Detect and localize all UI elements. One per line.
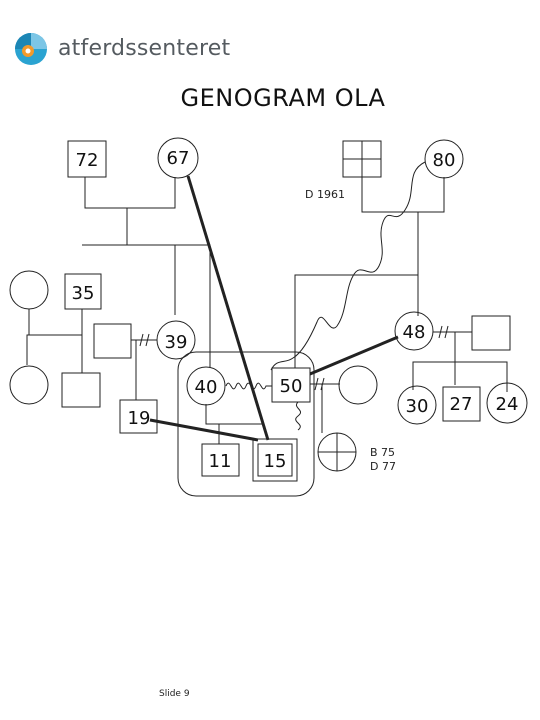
conflict-line-80-50 xyxy=(270,161,426,371)
person-50-ex xyxy=(338,365,378,405)
descent-line-35 xyxy=(26,334,83,373)
label-27: 27 xyxy=(450,394,473,415)
person-35-son xyxy=(61,372,101,408)
deceased-square-icon xyxy=(343,141,381,177)
person-80 xyxy=(424,139,464,179)
person-19 xyxy=(119,399,158,434)
label-67: 67 xyxy=(167,148,190,169)
person-48 xyxy=(394,311,434,351)
person-27 xyxy=(442,386,481,422)
person-50 xyxy=(271,367,311,403)
label-19: 19 xyxy=(128,408,151,429)
note-b75: B 75 xyxy=(370,446,395,459)
person-40 xyxy=(186,366,226,406)
label-80: 80 xyxy=(433,150,456,171)
brand-logo: atferdssenteret xyxy=(14,32,230,68)
logo-mark-icon xyxy=(15,33,47,65)
strong-bond-67-15 xyxy=(186,175,270,441)
brand-name: atferdssenteret xyxy=(58,36,231,61)
marriage-line-72-67 xyxy=(84,177,176,209)
person-35 xyxy=(64,273,102,310)
person-35-partner xyxy=(9,270,49,310)
note-d1961: D 1961 xyxy=(305,188,345,201)
marriage-line-35 xyxy=(28,309,83,336)
person-48-partner xyxy=(471,315,511,351)
note-d77: D 77 xyxy=(370,460,396,473)
page-title: GENOGRAM OLA xyxy=(180,84,386,112)
relation-line-48-50 xyxy=(294,274,418,368)
label-72: 72 xyxy=(76,150,99,171)
label-24: 24 xyxy=(496,394,519,415)
conflict-line-40-50 xyxy=(225,382,272,390)
label-30: 30 xyxy=(406,396,429,417)
divorce-mark-48 xyxy=(438,325,449,339)
person-15-inner xyxy=(257,443,293,477)
person-15 xyxy=(252,438,298,482)
person-35-daughter xyxy=(9,365,49,405)
label-11: 11 xyxy=(209,451,232,472)
person-11 xyxy=(201,443,240,477)
label-39: 39 xyxy=(165,332,188,353)
person-39 xyxy=(156,320,196,360)
descent-line-48 xyxy=(412,332,508,392)
strong-bond-48-50 xyxy=(309,335,399,376)
label-35: 35 xyxy=(72,283,95,304)
person-30 xyxy=(397,385,437,425)
person-24 xyxy=(486,382,528,424)
slide-number: Slide 9 xyxy=(159,689,190,699)
person-39-partner xyxy=(93,323,132,359)
person-67 xyxy=(157,137,199,179)
deceased-circle-icon xyxy=(318,433,356,471)
label-50: 50 xyxy=(280,376,303,397)
strong-bond-19-15 xyxy=(149,418,259,442)
label-40: 40 xyxy=(195,377,218,398)
marriage-line-80 xyxy=(361,177,445,213)
label-15: 15 xyxy=(264,451,287,472)
divorce-mark-39 xyxy=(139,333,150,347)
label-48: 48 xyxy=(403,322,426,343)
person-72 xyxy=(67,140,107,178)
conflict-line-50-15 xyxy=(295,401,302,431)
